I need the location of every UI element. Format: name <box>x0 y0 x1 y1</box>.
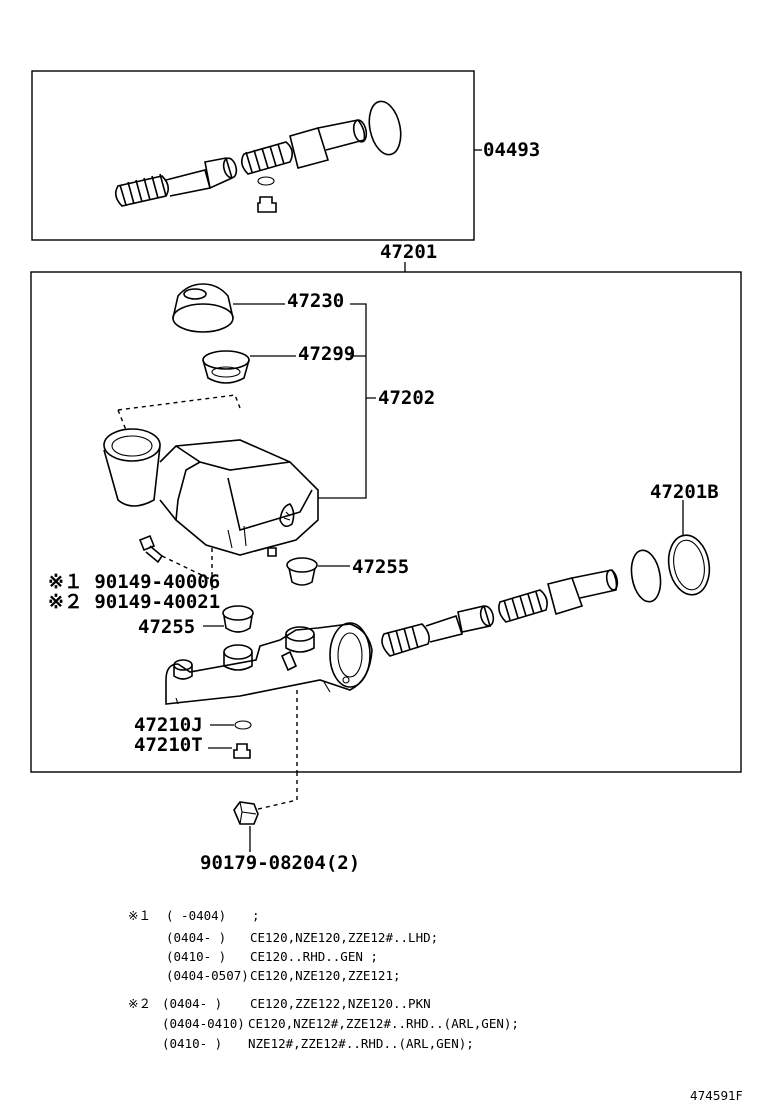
note-4-range: (0404-0507) <box>166 968 249 983</box>
label-grommet-left: 47255 <box>138 616 195 638</box>
applicability-notes: ※１ ( -0404) ; (0404- ) CE120,NZE120,ZZE1… <box>128 908 519 1051</box>
label-nut: 90179-08204(2) <box>200 852 360 874</box>
label-gasket: 47201B <box>650 481 719 503</box>
diagram-code: 474591F <box>690 1089 743 1103</box>
label-plug: 47210T <box>134 734 203 756</box>
grommet-right <box>286 557 318 586</box>
repair-kit-pistons <box>114 100 402 213</box>
note-1-desc: ; <box>252 908 260 923</box>
grommet-left <box>222 605 254 633</box>
note-3-desc: CE120..RHD..GEN ; <box>250 949 378 964</box>
mounting-screw <box>138 534 164 564</box>
reservoir-bracket <box>318 303 376 499</box>
label-screw-2: ※２ 90149-40021 <box>48 591 220 613</box>
note-4-desc: CE120,NZE120,ZZE121; <box>250 968 401 983</box>
note-7-desc: NZE12#,ZZE12#..RHD..(ARL,GEN); <box>248 1036 474 1051</box>
strainer <box>202 350 250 384</box>
screw-dashed-link <box>161 548 213 590</box>
note-1-mark: ※１ <box>128 908 151 923</box>
note-5-desc: CE120,ZZE122,NZE120..PKN <box>250 996 431 1011</box>
reservoir <box>103 428 319 557</box>
label-grommet-right: 47255 <box>352 556 409 578</box>
note-2-desc: CE120,NZE120,ZZE12#..LHD; <box>250 930 438 945</box>
label-washer: 47210J <box>134 714 203 736</box>
label-strainer: 47299 <box>298 343 355 365</box>
note-5-range: (0404- ) <box>162 996 222 1011</box>
master-cylinder-box <box>30 271 742 773</box>
nut <box>233 801 259 825</box>
reservoir-cap <box>172 283 234 333</box>
master-cylinder-body <box>165 622 373 705</box>
note-1-range: ( -0404) <box>166 908 226 923</box>
note-5-mark: ※２ <box>128 996 151 1011</box>
gasket-ring <box>667 534 711 596</box>
nut-dashed-link <box>253 690 298 811</box>
plug <box>233 743 251 759</box>
repair-kit-box <box>31 70 475 241</box>
note-6-desc: CE120,NZE12#,ZZE12#..RHD..(ARL,GEN); <box>248 1016 519 1031</box>
label-cap: 47230 <box>287 290 344 312</box>
reservoir-dashed-link <box>117 394 241 431</box>
note-7-range: (0410- ) <box>162 1036 222 1051</box>
label-reservoir: 47202 <box>378 387 435 409</box>
assembly-pistons <box>381 549 662 657</box>
note-6-range: (0404-0410) <box>162 1016 245 1031</box>
label-screw-1: ※１ 90149-40006 <box>48 571 220 593</box>
note-3-range: (0410- ) <box>166 949 226 964</box>
label-kit: 04493 <box>483 139 540 161</box>
washer <box>234 720 252 730</box>
label-assy: 47201 <box>380 241 437 263</box>
gasket-inner <box>673 539 705 591</box>
note-2-range: (0404- ) <box>166 930 226 945</box>
